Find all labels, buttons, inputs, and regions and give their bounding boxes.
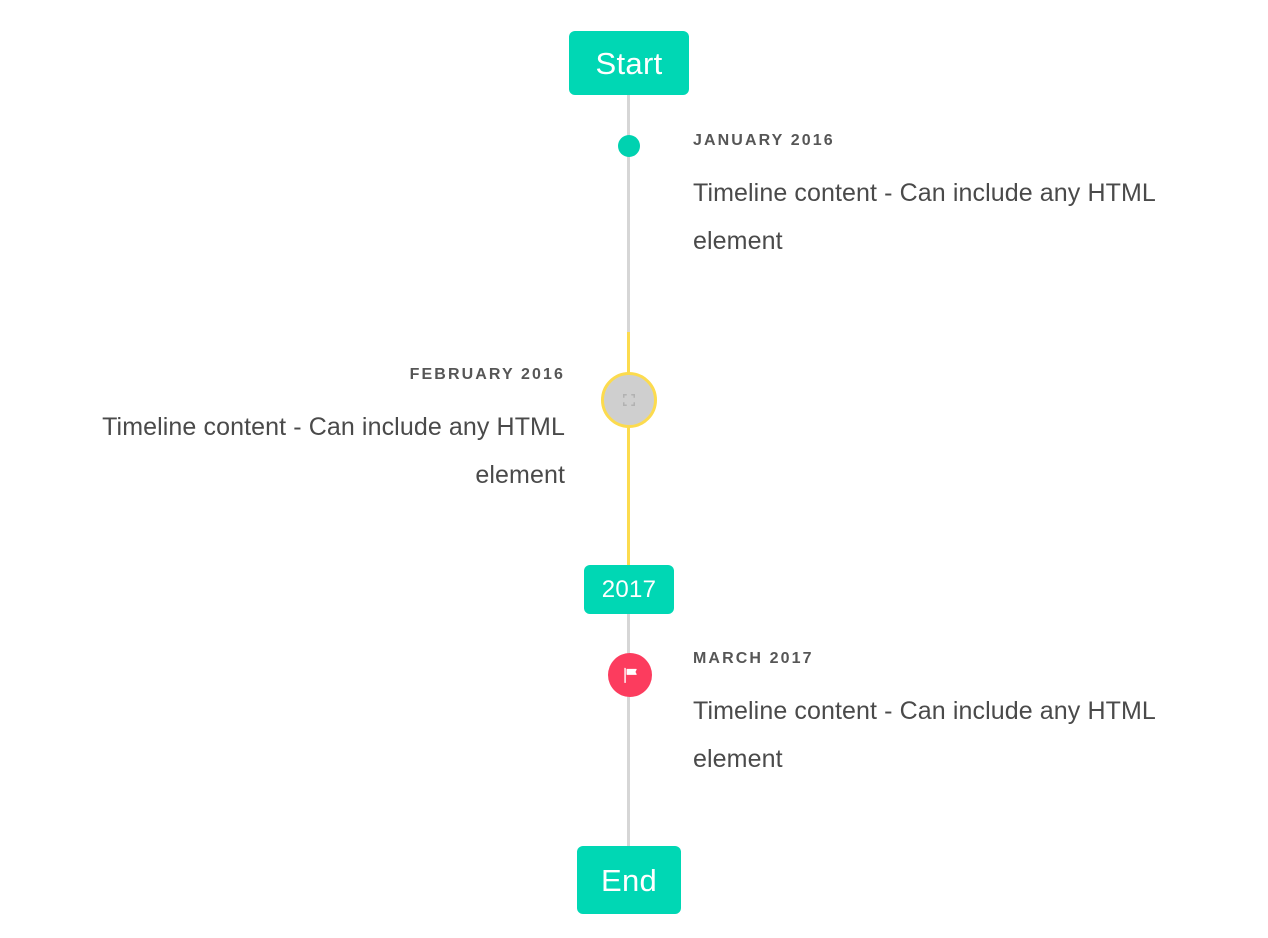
timeline-marker-dot-icon[interactable] xyxy=(618,135,640,157)
timeline-entry-march: MARCH 2017 Timeline content - Can includ… xyxy=(693,649,1233,783)
timeline-entry-body: Timeline content - Can include any HTML … xyxy=(102,413,565,490)
timeline-rail-segment-bottom xyxy=(627,614,630,846)
timeline-rail-segment-highlighted xyxy=(627,332,630,565)
timeline-marker-ring[interactable] xyxy=(601,372,657,428)
timeline-entry-date: FEBRUARY 2016 xyxy=(409,366,565,383)
broken-image-icon xyxy=(623,394,635,406)
timeline-start-badge[interactable]: Start xyxy=(569,31,689,95)
timeline-entry-body: Timeline content - Can include any HTML … xyxy=(693,697,1155,774)
timeline-entry-date: JANUARY 2016 xyxy=(693,132,835,149)
flag-icon xyxy=(623,667,637,683)
timeline-rail-segment-top xyxy=(627,95,630,332)
timeline-entry-january: JANUARY 2016 Timeline content - Can incl… xyxy=(693,131,1233,265)
timeline-year-badge[interactable]: 2017 xyxy=(584,565,674,614)
timeline-entry-date: MARCH 2017 xyxy=(693,650,814,667)
timeline-entry-february: FEBRUARY 2016 Timeline content - Can inc… xyxy=(25,365,565,499)
timeline-end-badge[interactable]: End xyxy=(577,846,681,914)
timeline-entry-body: Timeline content - Can include any HTML … xyxy=(693,179,1155,256)
timeline-marker-flag[interactable] xyxy=(608,653,652,697)
